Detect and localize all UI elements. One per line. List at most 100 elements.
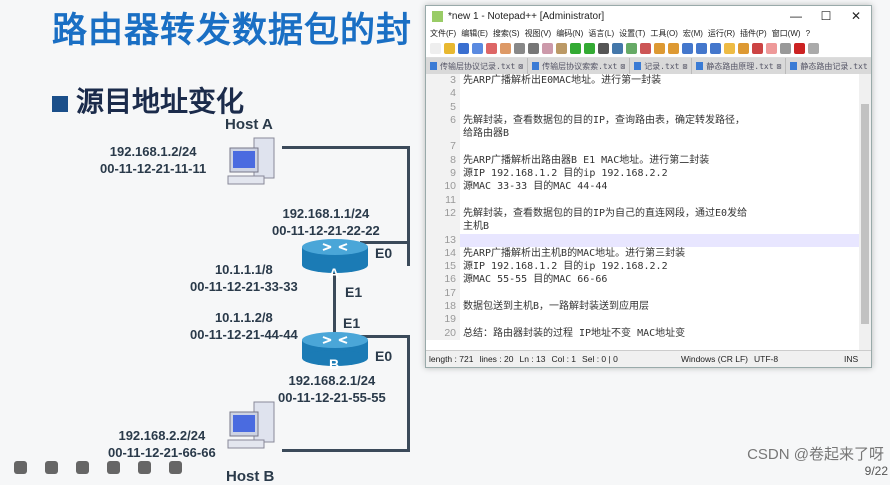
toolbar-button-icon[interactable] bbox=[668, 43, 679, 54]
host-b-address: 192.168.2.2/24 00-11-12-21-66-66 bbox=[108, 427, 216, 461]
toolbar-button-icon[interactable] bbox=[780, 43, 791, 54]
menu-item[interactable]: 编码(N) bbox=[556, 28, 583, 39]
toolbar-button-icon[interactable] bbox=[654, 43, 665, 54]
file-tab[interactable]: 传输层协议记录.txt⊠ bbox=[426, 58, 528, 74]
menu-item[interactable]: 语言(L) bbox=[588, 28, 614, 39]
toolbar-button-icon[interactable] bbox=[444, 43, 455, 54]
router-a-name: A bbox=[329, 265, 339, 282]
wire-host-a bbox=[282, 146, 410, 149]
line-text bbox=[460, 87, 463, 100]
menu-item[interactable]: 插件(P) bbox=[740, 28, 767, 39]
vertical-scrollbar[interactable] bbox=[859, 74, 871, 352]
host-b-computer-icon bbox=[226, 400, 282, 456]
toolbar-button-icon[interactable] bbox=[458, 43, 469, 54]
toolbar-button-icon[interactable] bbox=[584, 43, 595, 54]
close-button[interactable]: ✕ bbox=[841, 9, 871, 23]
more-icon[interactable] bbox=[169, 461, 182, 474]
menu-item[interactable]: 搜索(S) bbox=[493, 28, 520, 39]
editor-line[interactable]: 17 bbox=[426, 287, 860, 300]
toolbar-button-icon[interactable] bbox=[696, 43, 707, 54]
menu-item[interactable]: 窗口(W) bbox=[772, 28, 801, 39]
toolbar-button-icon[interactable] bbox=[556, 43, 567, 54]
editor-line[interactable]: 7 bbox=[426, 140, 860, 153]
toolbar-button-icon[interactable] bbox=[794, 43, 805, 54]
router-a-e0-address: 192.168.1.1/24 00-11-12-21-22-22 bbox=[272, 205, 380, 239]
editor-line[interactable]: 主机B bbox=[426, 220, 860, 233]
editor-line[interactable]: 11 bbox=[426, 194, 860, 207]
menu-item[interactable]: 工具(O) bbox=[650, 28, 678, 39]
toolbar-button-icon[interactable] bbox=[472, 43, 483, 54]
tab-close-icon[interactable]: ⊠ bbox=[620, 62, 625, 71]
menu-item[interactable]: 视图(V) bbox=[525, 28, 552, 39]
toolbar-button-icon[interactable] bbox=[808, 43, 819, 54]
editor-line[interactable]: 给路由器B bbox=[426, 127, 860, 140]
menu-item[interactable]: 编辑(E) bbox=[461, 28, 488, 39]
scrollbar-thumb[interactable] bbox=[861, 104, 869, 324]
toolbar-button-icon[interactable] bbox=[570, 43, 581, 54]
tab-close-icon[interactable]: ⊠ bbox=[518, 62, 523, 71]
editor-line[interactable]: 4 bbox=[426, 87, 860, 100]
line-number: 16 bbox=[426, 273, 460, 286]
menu-item[interactable]: 文件(F) bbox=[430, 28, 456, 39]
toolbar-button-icon[interactable] bbox=[626, 43, 637, 54]
menu-item[interactable]: 运行(R) bbox=[708, 28, 735, 39]
toolbar-button-icon[interactable] bbox=[738, 43, 749, 54]
host-a-computer-icon bbox=[226, 136, 282, 192]
file-tab[interactable]: 静态路由记录.txt⊠ bbox=[786, 58, 871, 74]
toolbar-button-icon[interactable] bbox=[528, 43, 539, 54]
editor-line[interactable]: 19 bbox=[426, 313, 860, 326]
tab-close-icon[interactable]: ⊠ bbox=[777, 62, 782, 71]
toolbar-button-icon[interactable] bbox=[500, 43, 511, 54]
tab-close-icon[interactable]: ⊠ bbox=[682, 62, 687, 71]
toolbar-button-icon[interactable] bbox=[682, 43, 693, 54]
router-b-name: B bbox=[329, 356, 339, 373]
tab-label: 静态路由原理.txt bbox=[706, 61, 773, 72]
router-a-e0-mac: 00-11-12-21-22-22 bbox=[272, 222, 380, 239]
file-tab[interactable]: 传输层协议索索.txt⊠ bbox=[528, 58, 630, 74]
toolbar-button-icon[interactable] bbox=[542, 43, 553, 54]
status-eol: Windows (CR LF) bbox=[678, 354, 751, 364]
editor-line[interactable]: 13 bbox=[426, 234, 860, 247]
file-tab[interactable]: 记录.txt⊠ bbox=[630, 58, 692, 74]
file-icon bbox=[532, 62, 539, 70]
toolbar-button-icon[interactable] bbox=[486, 43, 497, 54]
menu-item[interactable]: 设置(T) bbox=[619, 28, 645, 39]
zoom-icon[interactable] bbox=[76, 461, 89, 474]
menu-item[interactable]: 宏(M) bbox=[683, 28, 703, 39]
toolbar-button-icon[interactable] bbox=[430, 43, 441, 54]
toolbar-button-icon[interactable] bbox=[514, 43, 525, 54]
menu-item[interactable]: ? bbox=[806, 29, 810, 38]
toolbar-button-icon[interactable] bbox=[598, 43, 609, 54]
minimize-button[interactable]: — bbox=[781, 9, 811, 23]
toolbar-button-icon[interactable] bbox=[612, 43, 623, 54]
pen-icon[interactable] bbox=[45, 461, 58, 474]
maximize-button[interactable]: ☐ bbox=[811, 9, 841, 23]
toolbar-button-icon[interactable] bbox=[724, 43, 735, 54]
toolbar-button-icon[interactable] bbox=[752, 43, 763, 54]
toolbar-button-icon[interactable] bbox=[766, 43, 777, 54]
play-icon[interactable] bbox=[14, 461, 27, 474]
line-number: 13 bbox=[426, 234, 460, 247]
line-number: 11 bbox=[426, 194, 460, 207]
toolbar-button-icon[interactable] bbox=[640, 43, 651, 54]
toolbar bbox=[426, 40, 871, 58]
editor-line[interactable]: 5 bbox=[426, 101, 860, 114]
file-tab[interactable]: 静态路由原理.txt ⊠ bbox=[692, 58, 786, 74]
toolbar-button-icon[interactable] bbox=[710, 43, 721, 54]
line-text: 先解封装，查看数据包的目的IP为自己的直连网段，通过E0发给 bbox=[460, 207, 747, 220]
camera-icon[interactable] bbox=[107, 461, 120, 474]
bullet-text: 源目地址变化 bbox=[76, 86, 244, 117]
notes-icon[interactable] bbox=[138, 461, 151, 474]
